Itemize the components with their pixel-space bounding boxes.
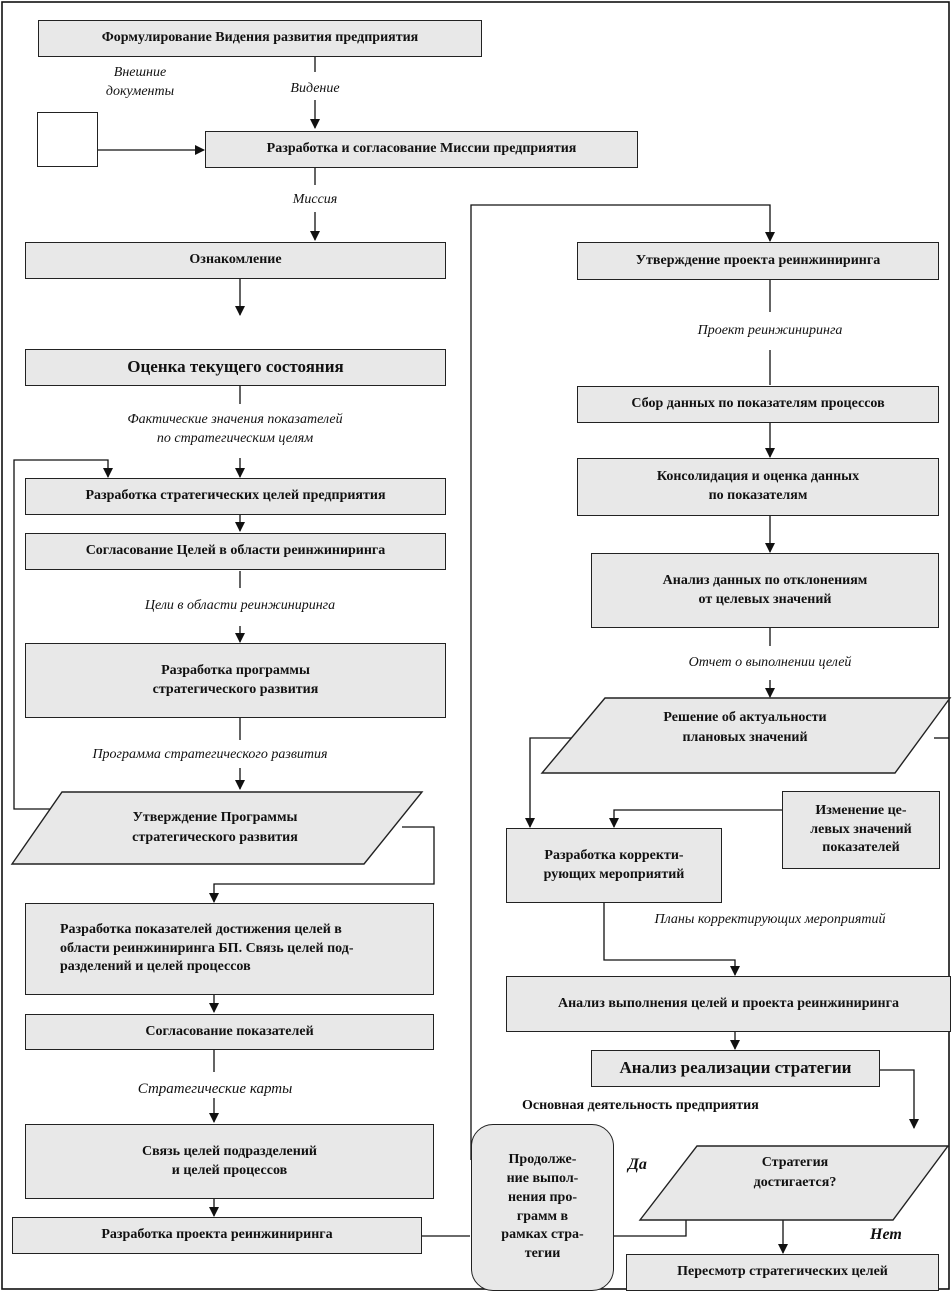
strategy-achieved-shape (638, 1145, 950, 1221)
agree-indicators-box: Согласование показателей (25, 1014, 434, 1050)
mission-box: Разработка и согласование Миссии предпри… (205, 131, 638, 168)
link-goals-box: Связь целей подразделений и целей процес… (25, 1124, 434, 1199)
approve-program-text: Утверждение Программы стратегического ра… (132, 810, 298, 845)
goal-report-label: Отчет о выполнении целей (688, 655, 852, 670)
approve-program-shape (10, 791, 424, 865)
corrective-plans-label: Планы корректирующих мероприятий (654, 912, 886, 927)
consolidate-data-box: Консолидация и оценка данных по показате… (577, 458, 939, 516)
external-documents-label: Внешние документы (105, 65, 175, 99)
current-state-box: Оценка текущего состояния (25, 349, 446, 386)
strategic-goals-box: Разработка стратегических целей предприя… (25, 478, 446, 515)
vision-box: Формулирование Видения развития предприя… (38, 20, 482, 57)
analyze-strategy-box: Анализ реализации стратегии (591, 1050, 880, 1087)
decision-shape (540, 697, 952, 774)
corrective-measures-box: Разработка корректи- рующих мероприятий (506, 828, 722, 903)
approve-reengineering-box: Утверждение проекта реинжиниринга (577, 242, 939, 280)
strategy-achieved-text: Стратегия достигается? (753, 1155, 837, 1190)
main-activity-label: Основная деятельность предприятия (522, 1098, 759, 1113)
strategic-maps-label: Стратегические карты (137, 1081, 293, 1097)
strategic-program-label: Программа стратегического развития (92, 747, 328, 762)
analyze-goals-box: Анализ выполнения целей и проекта реинжи… (506, 976, 951, 1032)
reengineering-project-label: Проект реинжиниринга (697, 323, 843, 338)
decision-text: Решение об актуальности плановых значени… (663, 710, 827, 745)
no-label: Нет (870, 1226, 902, 1243)
actual-values-label: Фактические значения показателей по стра… (127, 412, 343, 446)
reengineering-goals-label: Цели в области реинжиниринга (144, 598, 336, 613)
revise-goals-box: Пересмотр стратегических целей (626, 1254, 939, 1291)
yes-label: Да (628, 1156, 647, 1173)
analyze-deviation-box: Анализ данных по отклонениям от целевых … (591, 553, 939, 628)
agree-goals-box: Согласование Целей в области реинжинирин… (25, 533, 446, 570)
mission-label: Миссия (292, 192, 338, 207)
change-targets-box: Изменение це- левых значений показателей (782, 791, 940, 869)
external-documents-box (37, 112, 98, 167)
vision-label: Видение (290, 81, 340, 96)
continue-program-box: Продолже- ние выпол- нения про- грамм в … (471, 1124, 614, 1291)
indicators-box: Разработка показателей достижения целей … (25, 903, 434, 995)
collect-data-box: Сбор данных по показателям процессов (577, 386, 939, 423)
program-development-box: Разработка программы стратегического раз… (25, 643, 446, 718)
familiarization-box: Ознакомление (25, 242, 446, 279)
reengineering-project-box: Разработка проекта реинжиниринга (12, 1217, 422, 1254)
